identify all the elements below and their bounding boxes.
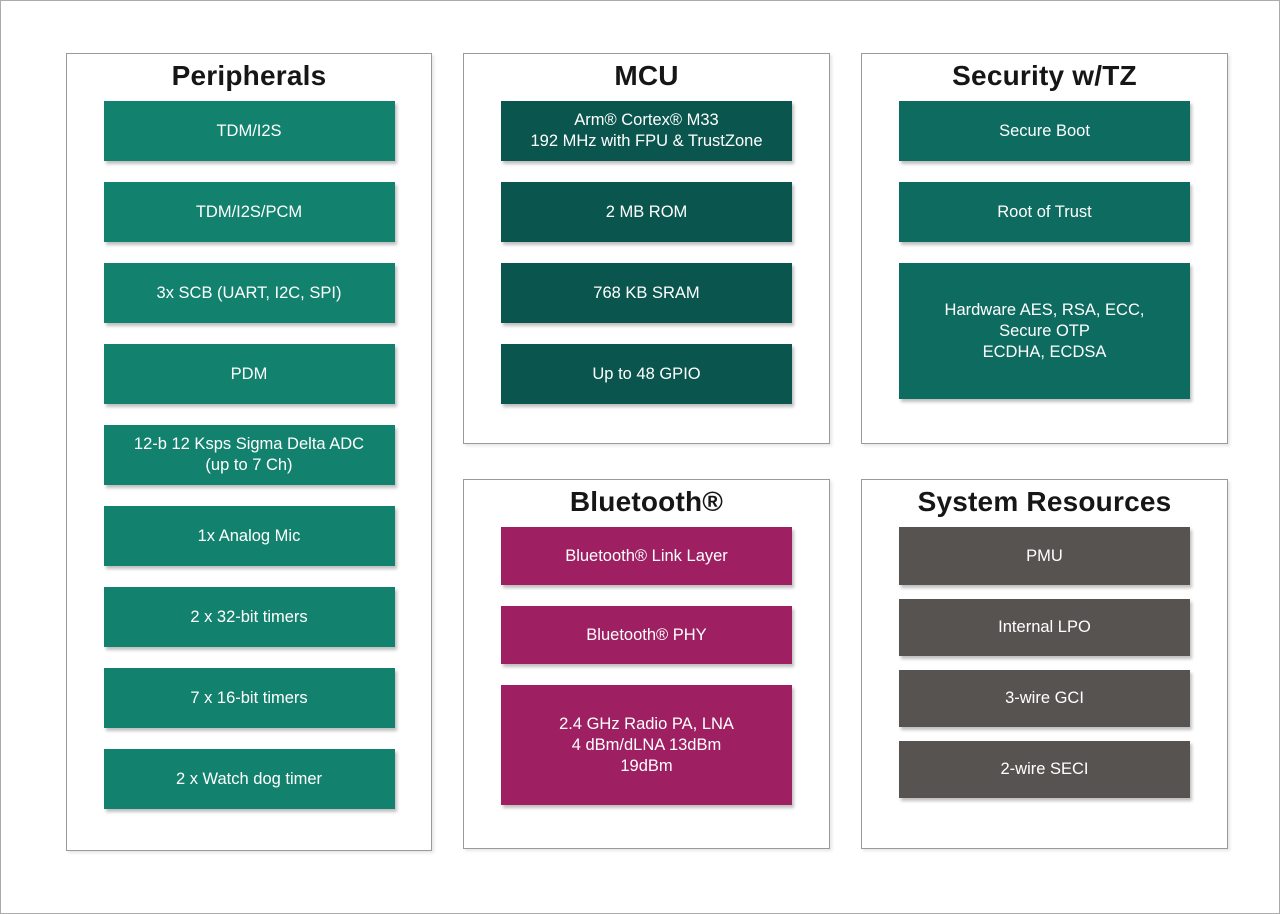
panel-title-system-resources: System Resources <box>917 486 1172 517</box>
block-tdm-i2s: TDM/I2S <box>103 101 395 161</box>
block-watchdog-timer: 2 x Watch dog timer <box>103 749 395 809</box>
block-root-of-trust: Root of Trust <box>899 182 1190 242</box>
block-radio-pa-lna: 2.4 GHz Radio PA, LNA 4 dBm/dLNA 13dBm 1… <box>501 685 792 805</box>
block-bt-link-layer: Bluetooth® Link Layer <box>501 527 792 585</box>
panel-title-security: Security w/TZ <box>952 60 1137 91</box>
block-hardware-crypto: Hardware AES, RSA, ECC, Secure OTP ECDHA… <box>899 263 1190 399</box>
block-analog-mic: 1x Analog Mic <box>103 506 395 566</box>
panel-security: Security w/TZ Secure Boot Root of Trust … <box>861 53 1228 444</box>
block-tdm-i2s-pcm: TDM/I2S/PCM <box>103 182 395 242</box>
bluetooth-block-list: Bluetooth® Link Layer Bluetooth® PHY 2.4… <box>464 527 829 805</box>
mcu-block-list: Arm® Cortex® M33 192 MHz with FPU & Trus… <box>464 101 829 404</box>
block-32bit-timers: 2 x 32-bit timers <box>103 587 395 647</box>
panel-bluetooth: Bluetooth® Bluetooth® Link Layer Bluetoo… <box>463 479 830 849</box>
block-pdm: PDM <box>103 344 395 404</box>
panel-system-resources: System Resources PMU Internal LPO 3-wire… <box>861 479 1228 849</box>
block-rom: 2 MB ROM <box>501 182 792 242</box>
panel-title-bluetooth: Bluetooth® <box>569 486 724 517</box>
block-secure-boot: Secure Boot <box>899 101 1190 161</box>
block-2wire-seci: 2-wire SECI <box>899 741 1190 798</box>
block-scb-uart-i2c-spi: 3x SCB (UART, I2C, SPI) <box>103 263 395 323</box>
block-sigma-delta-adc: 12-b 12 Ksps Sigma Delta ADC (up to 7 Ch… <box>103 425 395 485</box>
peripherals-block-list: TDM/I2S TDM/I2S/PCM 3x SCB (UART, I2C, S… <box>67 101 431 809</box>
block-3wire-gci: 3-wire GCI <box>899 670 1190 727</box>
panel-peripherals: Peripherals TDM/I2S TDM/I2S/PCM 3x SCB (… <box>66 53 432 851</box>
panel-title-mcu: MCU <box>614 60 679 91</box>
block-gpio: Up to 48 GPIO <box>501 344 792 404</box>
block-cortex-m33: Arm® Cortex® M33 192 MHz with FPU & Trus… <box>501 101 792 161</box>
block-bt-phy: Bluetooth® PHY <box>501 606 792 664</box>
block-internal-lpo: Internal LPO <box>899 599 1190 656</box>
system-resources-block-list: PMU Internal LPO 3-wire GCI 2-wire SECI <box>862 527 1227 798</box>
block-pmu: PMU <box>899 527 1190 585</box>
block-sram: 768 KB SRAM <box>501 263 792 323</box>
security-block-list: Secure Boot Root of Trust Hardware AES, … <box>862 101 1227 399</box>
block-16bit-timers: 7 x 16-bit timers <box>103 668 395 728</box>
panel-title-peripherals: Peripherals <box>171 60 327 91</box>
panel-mcu: MCU Arm® Cortex® M33 192 MHz with FPU & … <box>463 53 830 444</box>
